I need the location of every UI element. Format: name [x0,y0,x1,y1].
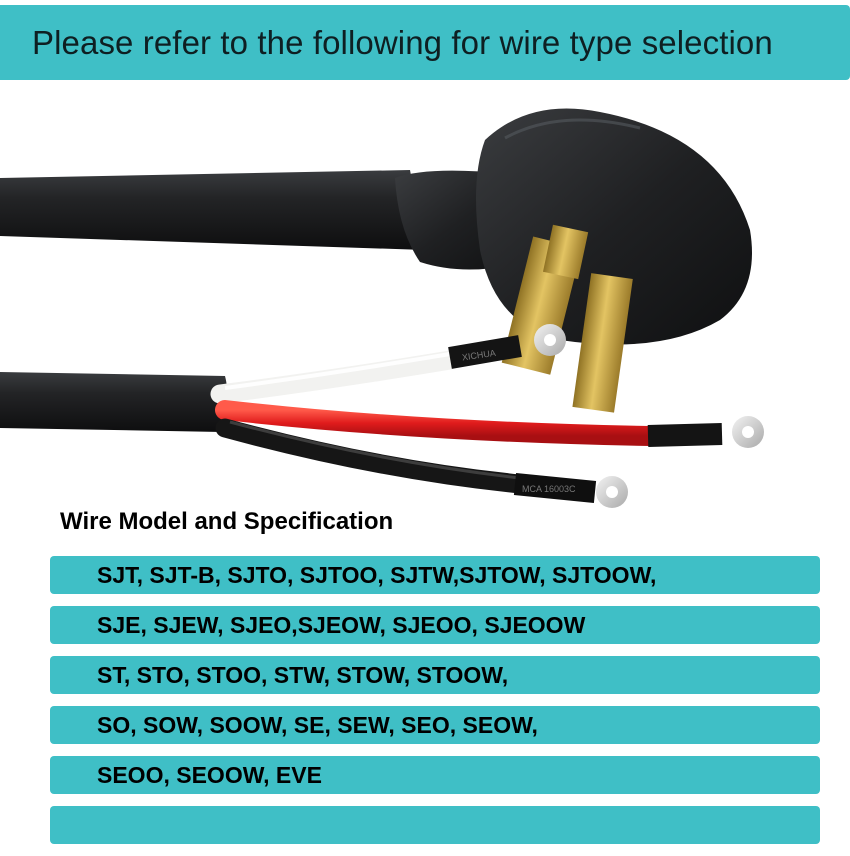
spec-rows: SJT, SJT-B, SJTO, SJTOO, SJTW,SJTOW, SJT… [50,556,820,856]
upper-cord [0,170,425,250]
spec-row-empty [50,806,820,844]
black-wire [215,418,530,494]
spec-row-text: SO, SOW, SOOW, SE, SEW, SEO, SEOW, [97,711,538,738]
title-banner: Please refer to the following for wire t… [0,5,850,80]
spec-row-text: SEOO, SEOOW, EVE [97,761,322,788]
black-wire-shrink [513,473,597,503]
lower-cord [0,372,228,432]
white-wire [210,350,460,404]
spec-row: SO, SOW, SOOW, SE, SEW, SEO, SEOW, [50,706,820,744]
power-cord-plug-photo: XICHUA MCA 16003C [0,108,764,508]
plug-mark: XICHUA [461,348,496,363]
spec-row: SJT, SJT-B, SJTO, SJTOO, SJTW,SJTOW, SJT… [50,556,820,594]
spec-row: SJE, SJEW, SJEO,SJEOW, SJEOO, SJEOOW [50,606,820,644]
banner-title: Please refer to the following for wire t… [32,23,773,61]
red-wire [215,400,660,446]
spec-row-text: ST, STO, STOO, STW, STOW, STOOW, [97,661,509,688]
white-wire-shrink [448,335,522,369]
spec-row: ST, STO, STOO, STW, STOW, STOOW, [50,656,820,694]
spec-row-text: SJT, SJT-B, SJTO, SJTOO, SJTW,SJTOW, SJT… [97,561,657,588]
spec-row: SEOO, SEOOW, EVE [50,756,820,794]
wire-mark: MCA 16003C [522,484,576,494]
spec-heading: Wire Model and Specification [60,508,394,535]
prong-right [572,273,633,413]
spec-row-text: SJE, SJEW, SJEO,SJEOW, SJEOO, SJEOOW [97,611,586,638]
red-wire-shrink [647,423,723,447]
